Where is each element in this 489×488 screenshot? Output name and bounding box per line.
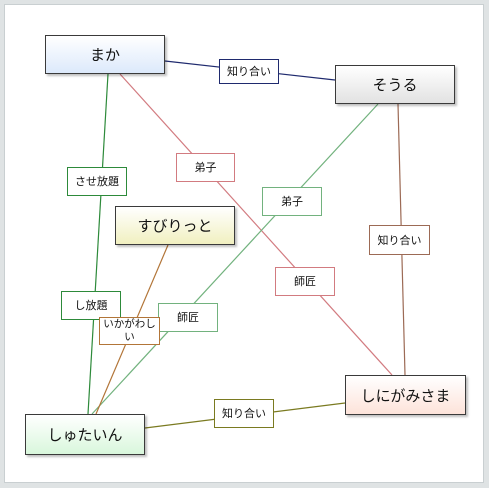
edge-label-shutain-maka: し放題 — [61, 291, 121, 320]
node-shutain[interactable]: しゅたいん — [25, 414, 145, 455]
node-shutain-label: しゅたいん — [47, 426, 123, 444]
node-maka[interactable]: まか — [45, 35, 165, 74]
edge-label-shinigamisama-maka: 師匠 — [275, 267, 335, 296]
edge-label-souru-shutain: 弟子 — [262, 187, 322, 216]
node-shinigamisama[interactable]: しにがみさま — [345, 375, 466, 415]
edge-label-shutain-souru: 師匠 — [158, 303, 218, 332]
node-maka-label: まか — [89, 46, 120, 64]
node-shinigamisama-label: しにがみさま — [360, 386, 451, 405]
edge-souru-shutain — [91, 103, 379, 415]
edge-label-maka-souru: 知り合い — [219, 59, 279, 84]
edge-label-maka-shinigamisama: 弟子 — [176, 153, 235, 182]
node-subirritto-label: すびりっと — [137, 217, 213, 235]
edge-maka-shinigamisama — [119, 73, 393, 376]
node-subirritto[interactable]: すびりっと — [115, 206, 235, 245]
edge-label-souru-shinigamisama: 知り合い — [369, 225, 430, 255]
node-souru-label: そうる — [372, 76, 418, 94]
edge-label-subirritto-shutain: いかがわしい — [99, 317, 160, 345]
node-souru[interactable]: そうる — [335, 65, 455, 104]
edge-maka-shutain — [87, 73, 109, 415]
edge-label-maka-shutain: させ放題 — [67, 167, 127, 196]
edge-label-shinigamisama-shutain: 知り合い — [214, 399, 274, 428]
